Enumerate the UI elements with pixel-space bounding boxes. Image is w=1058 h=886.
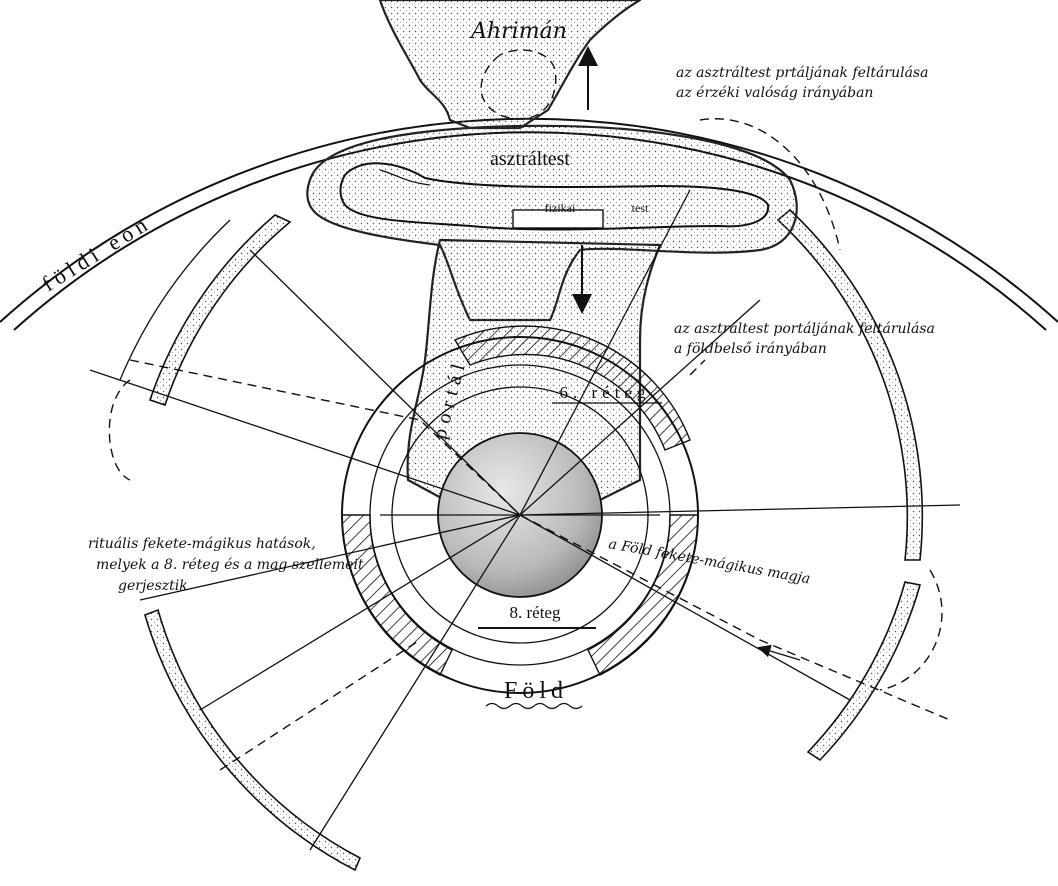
annotation-line: rituális fekete-mágikus hatások, bbox=[88, 536, 316, 552]
annotation-line: az asztráltest portáljának feltárulása bbox=[674, 321, 935, 337]
annotation-lower-portal: az asztráltest portáljának feltárulása a… bbox=[674, 321, 935, 357]
label-body: test bbox=[632, 201, 649, 215]
annotation-line: gerjesztik bbox=[118, 578, 188, 594]
label-earth: Föld bbox=[504, 678, 568, 704]
label-earth-core: a Föld fekete-mágikus magja bbox=[607, 536, 811, 587]
annotation-line: az asztráltest prtáljának feltárulása bbox=[676, 65, 928, 81]
label-astral-body: asztráltest bbox=[490, 148, 570, 170]
annotation-ritual: rituális fekete-mágikus hatások, melyek … bbox=[88, 536, 364, 594]
annotation-line: melyek a 8. réteg és a mag szellemeit bbox=[96, 557, 364, 573]
label-physical: fizikai bbox=[545, 201, 576, 215]
label-layer-8: 8. réteg bbox=[510, 603, 561, 622]
annotation-line: a földbelső irányában bbox=[674, 341, 827, 357]
annotation-upper-portal: az asztráltest prtáljának feltárulása az… bbox=[676, 65, 928, 101]
label-layer-6: 6. réteg bbox=[560, 383, 651, 402]
annotation-line: az érzéki valóság irányában bbox=[676, 85, 873, 101]
label-ahriman: Ahrimán bbox=[469, 19, 567, 44]
label-earth-eon: földi eon bbox=[37, 209, 155, 296]
